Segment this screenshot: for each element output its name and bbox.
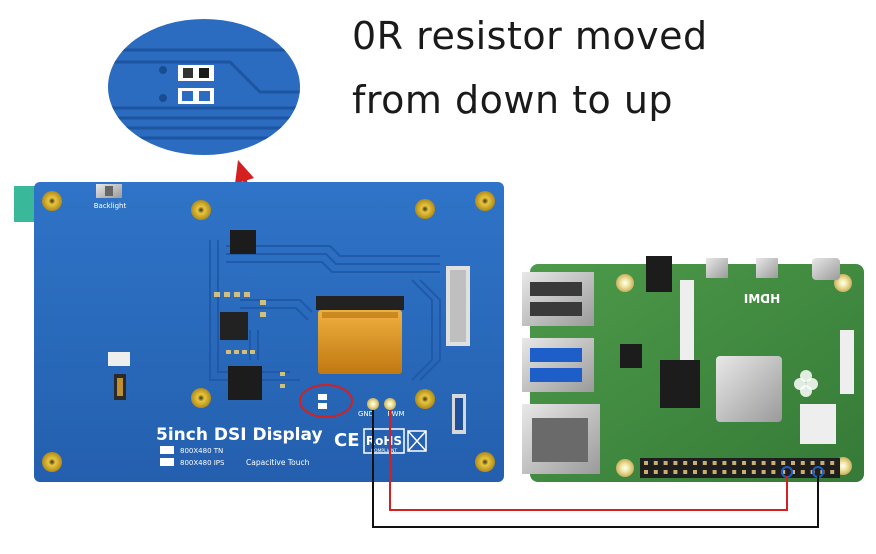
- gpio-header: [640, 458, 840, 478]
- display-board: Backlight: [14, 182, 504, 482]
- gnd-label: GND: [358, 410, 374, 418]
- dsi-connector: [840, 330, 854, 394]
- gpio-pin: [732, 470, 737, 474]
- gpio-pin: [751, 470, 756, 474]
- pwm-label: PWM: [387, 410, 404, 418]
- fpc-connector: [446, 266, 470, 346]
- ethernet-port: [522, 404, 600, 474]
- highlight-circle: [299, 384, 353, 418]
- micro-hdmi-1: [756, 258, 778, 278]
- certification-marks: CE RoHS COMPLIANT: [334, 428, 427, 454]
- resistor-location: [299, 384, 353, 418]
- gnd-pwm-pads: [367, 398, 396, 410]
- gpio-pin: [683, 461, 688, 465]
- gpio-pin: [653, 461, 658, 465]
- ic-chip: [230, 230, 256, 254]
- gpio-pin: [810, 461, 815, 465]
- rohs-compliant: COMPLIANT: [371, 448, 398, 454]
- rohs-mark: RoHS: [366, 434, 402, 448]
- backlight-label: Backlight: [94, 202, 127, 210]
- controller-chip: [228, 366, 262, 400]
- tn-label: 800X480 TN: [180, 447, 223, 455]
- weee-icon: [407, 430, 427, 452]
- wires: [372, 410, 819, 528]
- caption-line-1: 0R resistor moved: [352, 14, 708, 58]
- gpio-pin: [742, 470, 746, 474]
- gpio-pin: [830, 461, 835, 465]
- ethernet-chip: [620, 344, 642, 368]
- usb-c-port: [812, 258, 840, 280]
- gpio-pin: [683, 470, 688, 474]
- touch-connector: [108, 352, 130, 400]
- gpio-pin: [781, 470, 786, 474]
- zoom-traces: [108, 48, 300, 140]
- gpio-pin: [820, 461, 825, 465]
- gpio-pin: [693, 461, 697, 465]
- gpio-pin: [761, 470, 766, 474]
- gpio-pin: [830, 470, 835, 474]
- soc-chip: [716, 356, 782, 422]
- gpio-pin: [673, 470, 678, 474]
- gpio-pin: [751, 461, 756, 465]
- gpio-pin: [742, 461, 746, 465]
- ips-checkbox: [160, 458, 174, 466]
- gpio-pin: [644, 461, 648, 465]
- usb-ports: [522, 272, 594, 392]
- gpio-pin: [644, 470, 648, 474]
- hdmi-label: HDMI: [744, 292, 780, 306]
- gpio-pin: [673, 461, 678, 465]
- gpio-pin: [791, 461, 795, 465]
- gpio-pin: [702, 470, 707, 474]
- gpio-pin: [771, 470, 776, 474]
- audio-jack: [646, 256, 672, 292]
- ips-label: 800X480 IPS: [180, 459, 225, 467]
- gpio-pin: [800, 461, 805, 465]
- gpio-pin: [800, 470, 805, 474]
- zoom-inset: [108, 19, 300, 155]
- inductor: [220, 312, 248, 340]
- gpio-pin: [653, 470, 658, 474]
- micro-hdmi-0: [706, 258, 728, 278]
- ram-chip: [660, 360, 700, 408]
- gpio-pin: [781, 461, 786, 465]
- zero-ohm-resistor-pads: [178, 65, 214, 104]
- raspberry-pi-board: HDMI: [522, 256, 864, 482]
- wire-pwm: [389, 410, 788, 511]
- ce-mark: CE: [334, 430, 360, 451]
- raspberry-logo: [794, 370, 818, 397]
- gpio-pin: [663, 470, 668, 474]
- gpio-pin: [693, 470, 697, 474]
- wireless-module: [800, 404, 836, 444]
- backlight-switch: [96, 184, 122, 198]
- gpio-pin: [761, 461, 766, 465]
- gpio-pin: [732, 461, 737, 465]
- caption-line-2: from down to up: [352, 78, 674, 122]
- mounting-holes: [42, 191, 495, 472]
- dsi-ribbon-cable: [316, 296, 404, 374]
- board-title: 5inch DSI Display: [156, 425, 323, 445]
- gpio-pin: [663, 461, 668, 465]
- gpio-pin: [712, 470, 717, 474]
- gpio-pin: [712, 461, 717, 465]
- wire-gnd: [372, 410, 819, 528]
- gpio-pin: [722, 461, 727, 465]
- tn-checkbox: [160, 446, 174, 454]
- side-connector: [452, 394, 466, 434]
- touch-label: Capacitive Touch: [246, 458, 310, 467]
- gpio-pin: [771, 461, 776, 465]
- gpio-pin: [702, 461, 707, 465]
- gpio-pin: [722, 470, 727, 474]
- camera-connector: [680, 280, 694, 376]
